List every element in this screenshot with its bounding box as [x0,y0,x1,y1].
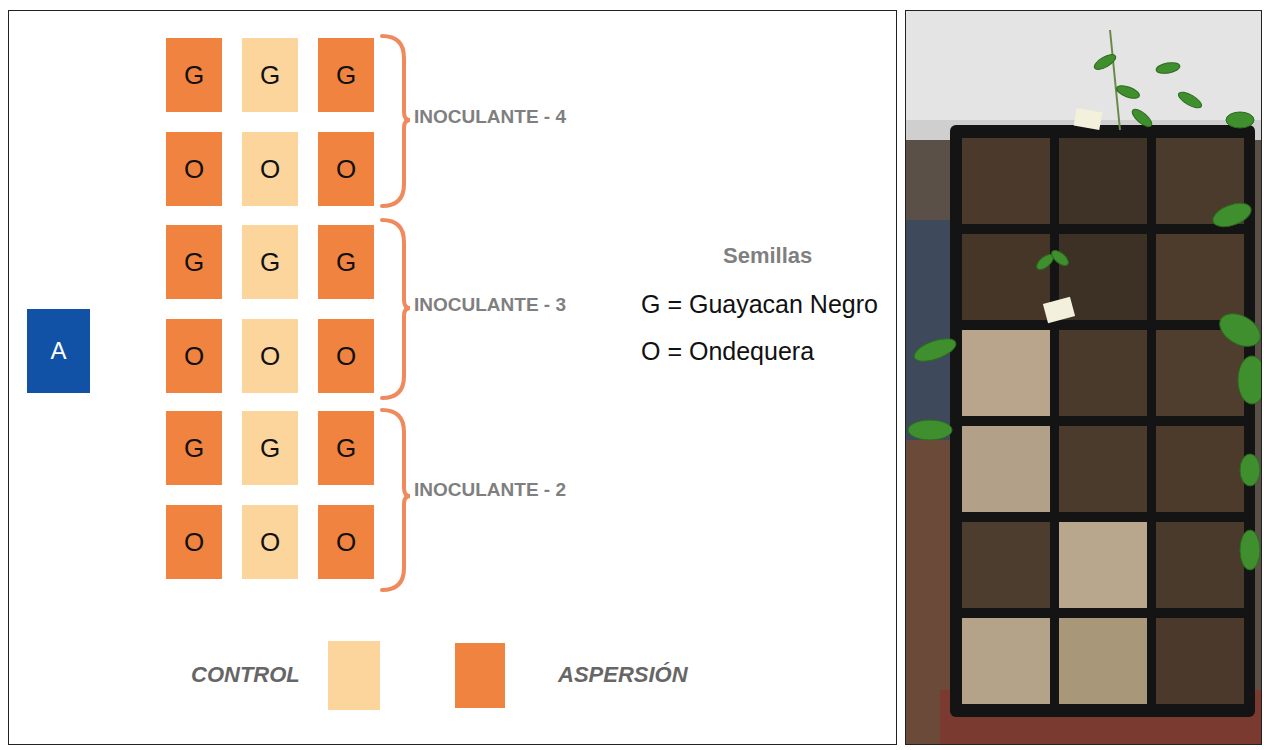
legend-label: CONTROL [191,662,300,688]
node-label: A [50,337,66,365]
node-label: G [336,433,356,464]
seed-cell: O [166,505,222,579]
node-label: O [336,341,356,372]
node-label: O [336,154,356,185]
node-label: G [336,60,356,91]
legend-swatch [455,643,505,708]
group-brackets [382,36,410,590]
seed-cell: O [166,319,222,393]
seed-cell: O [318,505,374,579]
node-label: G [260,247,280,278]
seed-cell: G [166,38,222,112]
seed-cell: G [166,225,222,299]
seedling-tray-photo [905,10,1264,745]
seed-cell: G [242,38,298,112]
key-entry: G = Guayacan Negro [641,290,878,319]
group-label: INOCULANTE - 4 [414,106,566,128]
seed-cell: G [242,225,298,299]
seed-cell: O [242,132,298,206]
node-label: G [336,247,356,278]
node-label: O [184,154,204,185]
node-label: G [260,60,280,91]
node-label: O [260,341,280,372]
node-label: O [184,341,204,372]
seed-cell: G [318,38,374,112]
node-label: O [260,154,280,185]
node-label: G [184,247,204,278]
legend-swatch [328,641,380,710]
panel-frame [9,11,897,745]
seed-cell: G [318,225,374,299]
seed-cell: G [242,411,298,485]
node-label: O [336,527,356,558]
seed-cell: O [242,505,298,579]
group-label: INOCULANTE - 2 [414,479,566,501]
seed-cell: O [318,319,374,393]
node-label: G [260,433,280,464]
block-label-box: A [27,309,90,393]
seed-cell: O [318,132,374,206]
seed-cell: O [166,132,222,206]
node-label: O [260,527,280,558]
node-label: O [184,527,204,558]
legend-label: ASPERSIÓN [558,662,688,688]
group-label: INOCULANTE - 3 [414,294,566,316]
seed-cell: G [166,411,222,485]
node-label: G [184,60,204,91]
seed-cell: G [318,411,374,485]
node-label: G [184,433,204,464]
key-entry: O = Ondequera [641,337,814,366]
key-heading: Semillas [723,243,812,269]
seed-cell: O [242,319,298,393]
